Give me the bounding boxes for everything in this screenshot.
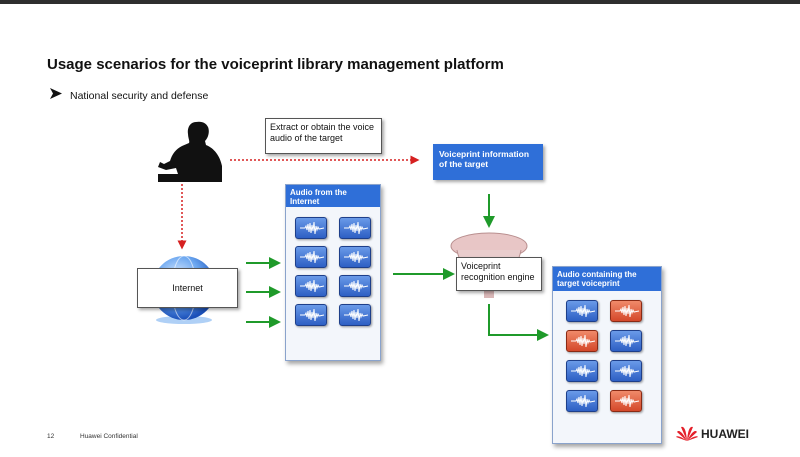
waveform-audio-tile <box>610 300 642 322</box>
voiceprint-info-box: Voiceprint information of the target <box>433 144 543 180</box>
waveform-icon <box>300 308 325 322</box>
waveform-icon <box>300 279 325 293</box>
waveform-icon <box>300 250 325 264</box>
waveform-audio-tile <box>610 390 642 412</box>
person-silhouette-icon <box>158 121 222 182</box>
bullet-text: National security and defense <box>70 90 209 102</box>
waveform-icon <box>615 334 640 348</box>
waveform-icon <box>571 364 596 378</box>
internet-label: Internet <box>172 283 203 293</box>
waveform-audio-tile <box>566 360 598 382</box>
waveform-audio-tile <box>295 304 327 326</box>
waveform-audio-tile <box>295 275 327 297</box>
waveform-audio-tile <box>566 330 598 352</box>
waveform-icon <box>615 364 640 378</box>
waveform-icon <box>300 221 325 235</box>
waveform-audio-tile <box>295 246 327 268</box>
bullet-item: National security and defense <box>50 88 208 102</box>
target-audio-header: Audio containing the target voiceprint <box>553 267 661 291</box>
waveform-icon <box>571 394 596 408</box>
waveform-audio-tile <box>295 217 327 239</box>
extract-label: Extract or obtain the voice audio of the… <box>270 122 375 143</box>
waveform-icon <box>344 279 369 293</box>
huawei-logo-icon <box>676 426 698 441</box>
voiceprint-info-label: Voiceprint information of the target <box>439 149 530 169</box>
audio-from-internet-header: Audio from the Internet <box>286 185 380 207</box>
waveform-audio-tile <box>566 390 598 412</box>
huawei-logo: HUAWEI <box>676 425 749 441</box>
extract-callout: Extract or obtain the voice audio of the… <box>265 118 382 154</box>
waveform-audio-tile <box>610 360 642 382</box>
waveform-icon <box>571 304 596 318</box>
waveform-icon <box>344 221 369 235</box>
arrow-bullet-icon <box>50 88 64 102</box>
waveform-audio-tile <box>339 275 371 297</box>
waveform-audio-tile <box>339 304 371 326</box>
internet-box: Internet <box>137 268 238 308</box>
waveform-audio-tile <box>339 246 371 268</box>
confidential-label: Huawei Confidential <box>80 433 138 440</box>
waveform-audio-tile <box>610 330 642 352</box>
waveform-icon <box>615 304 640 318</box>
waveform-icon <box>615 394 640 408</box>
engine-label: Voiceprint recognition engine <box>461 261 535 282</box>
logo-text: HUAWEI <box>701 427 749 441</box>
audio-from-internet-panel: Audio from the Internet <box>285 184 381 361</box>
green-arrow-engine-to-results <box>488 304 549 341</box>
flow-connectors <box>177 155 549 341</box>
waveform-icon <box>571 334 596 348</box>
engine-box: Voiceprint recognition engine <box>456 257 542 291</box>
waveform-audio-tile <box>339 217 371 239</box>
waveform-icon <box>344 308 369 322</box>
waveform-audio-tile <box>566 300 598 322</box>
page-number: 12 <box>47 433 55 440</box>
waveform-icon <box>344 250 369 264</box>
target-audio-panel: Audio containing the target voiceprint <box>552 266 662 444</box>
slide-title: Usage scenarios for the voiceprint libra… <box>47 56 504 73</box>
